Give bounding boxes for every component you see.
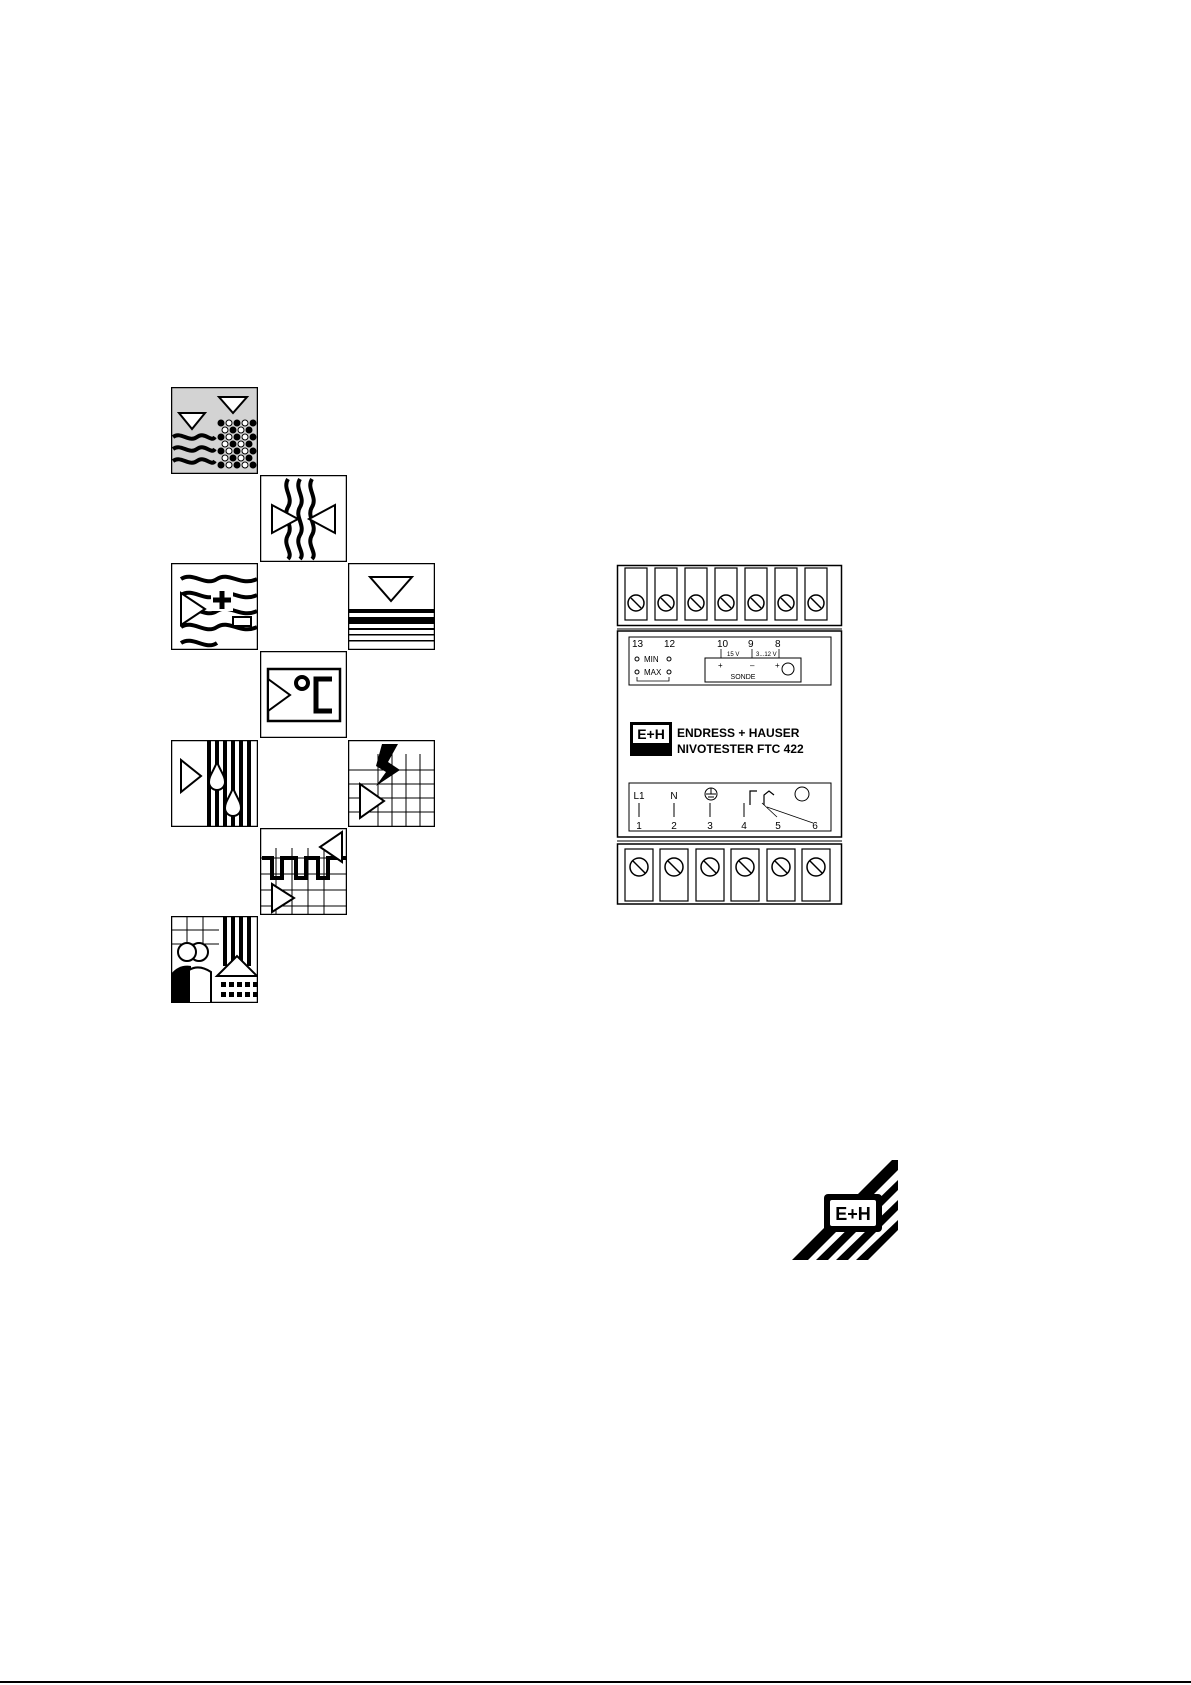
sonde-label: SONDE <box>731 674 756 681</box>
building-people-icon <box>171 916 258 1003</box>
temperature-celsius-icon <box>260 651 347 738</box>
terminal-6-label: 6 <box>812 821 818 832</box>
tile-building-people <box>171 916 258 1003</box>
endress-hauser-logo: E+H <box>790 1160 900 1268</box>
conductive-liquid-icon <box>171 563 258 650</box>
tile-interface <box>260 475 347 562</box>
brand-line: ENDRESS + HAUSER <box>677 726 800 740</box>
pressure-wall-icon <box>348 740 435 827</box>
plus-label: + <box>718 661 723 670</box>
limit-level-icon <box>348 563 435 650</box>
tile-conductive <box>171 563 258 650</box>
led-indicator-icon <box>795 787 809 801</box>
terminal-2-label: 2 <box>671 821 677 832</box>
liquid-and-solid-level-icon <box>171 387 258 474</box>
terminal-9-label: 9 <box>748 639 754 650</box>
terminal-12-label: 12 <box>664 639 676 650</box>
logo-text: E+H <box>835 1204 871 1224</box>
top-screw-terminals <box>625 568 827 620</box>
tile-temperature <box>260 651 347 738</box>
bottom-rule <box>0 1681 1191 1683</box>
tile-signal-transmission <box>260 828 347 915</box>
terminal-5-label: 5 <box>775 821 781 832</box>
interface-wave-icon <box>260 475 347 562</box>
l1-label: L1 <box>633 791 645 802</box>
nivotester-device: 13 12 10 9 8 MIN MAX 15 V 3...12 V + – +… <box>617 565 842 905</box>
signal-transmission-icon <box>260 828 347 915</box>
endress-hauser-logo-icon: E+H <box>790 1160 900 1268</box>
n-label: N <box>670 791 677 802</box>
voltage-15v-label: 15 V <box>727 652 739 658</box>
minus-label: – <box>750 661 755 670</box>
min-label: MIN <box>644 655 659 664</box>
voltage-3-12v-label: 3...12 V <box>756 652 777 658</box>
flow-drops-icon <box>171 740 258 827</box>
device-drawing: 13 12 10 9 8 MIN MAX 15 V 3...12 V + – +… <box>617 565 842 905</box>
terminal-1-label: 1 <box>636 821 642 832</box>
terminal-4-label: 4 <box>741 821 747 832</box>
eh-logo-text: E+H <box>637 726 665 742</box>
tile-liquid-solid-level <box>171 387 258 474</box>
terminal-3-label: 3 <box>707 821 713 832</box>
max-label: MAX <box>644 668 662 677</box>
terminal-8-label: 8 <box>775 639 781 650</box>
plus-label-2: + <box>775 661 780 670</box>
model-line: NIVOTESTER FTC 422 <box>677 742 804 756</box>
probe-icon <box>782 663 794 675</box>
terminal-10-label: 10 <box>717 639 729 650</box>
tile-limit-level <box>348 563 435 650</box>
terminal-13-label: 13 <box>632 639 644 650</box>
tile-flow-drops <box>171 740 258 827</box>
tile-pressure-wall <box>348 740 435 827</box>
